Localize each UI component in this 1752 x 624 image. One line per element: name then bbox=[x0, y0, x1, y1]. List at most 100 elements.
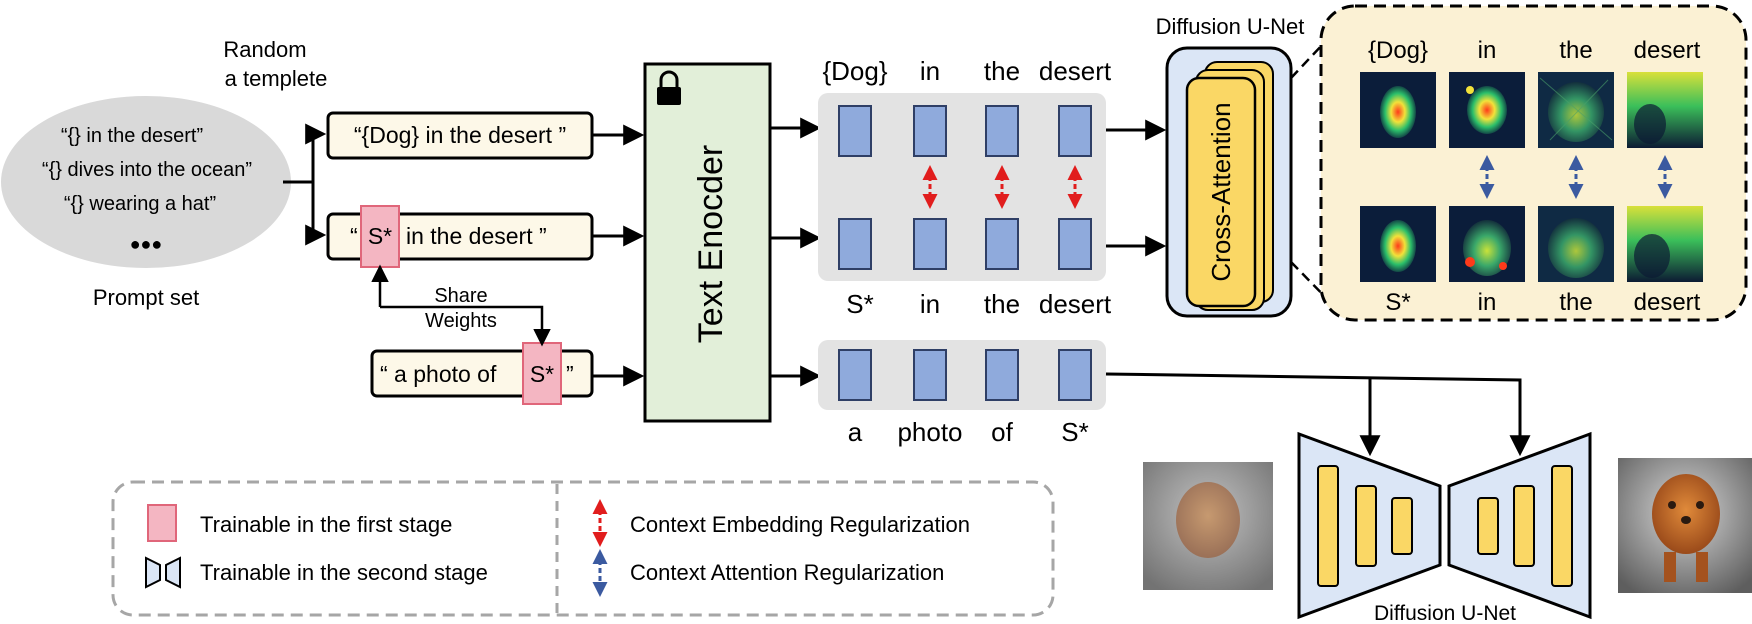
unet-bar bbox=[1477, 497, 1499, 555]
attention-map bbox=[1627, 206, 1703, 282]
token-embedding bbox=[985, 105, 1019, 157]
token-word-top-1: {Dog} bbox=[822, 56, 887, 86]
prompt-photo-suffix: ” bbox=[566, 361, 574, 387]
text-encoder: Text Enocder bbox=[643, 62, 772, 423]
prompt-s-box: “ S* in the desert ” bbox=[326, 205, 594, 268]
prompt-dog-text: “{Dog} in the desert ” bbox=[354, 122, 566, 148]
attention-map bbox=[1449, 72, 1525, 148]
token-embedding bbox=[913, 349, 947, 401]
token-word-top-3: the bbox=[984, 56, 1020, 86]
token-word-bot-1: a bbox=[848, 417, 863, 447]
trainable-first-stage-swatch bbox=[147, 504, 177, 542]
token-word-mid-3: the bbox=[984, 289, 1020, 319]
prompt-photo-prefix: “ a photo of bbox=[380, 361, 497, 387]
attn-word-top-1: {Dog} bbox=[1368, 37, 1428, 64]
prompt-set-label: Prompt set bbox=[93, 285, 199, 310]
cross-attention-block bbox=[1185, 76, 1257, 308]
token-word-bot-2: photo bbox=[897, 417, 962, 447]
unet-bar bbox=[1551, 465, 1573, 587]
legend-trainable-second: Trainable in the second stage bbox=[200, 560, 488, 585]
attention-map bbox=[1627, 72, 1703, 148]
random-template-title-line2: a templete bbox=[225, 66, 328, 91]
attn-word-top-4: desert bbox=[1634, 37, 1701, 64]
token-embedding bbox=[985, 218, 1019, 270]
token-embedding bbox=[985, 349, 1019, 401]
noisy-input-image bbox=[1143, 462, 1273, 590]
attention-map bbox=[1538, 72, 1614, 148]
attn-word-bot-1: S* bbox=[1385, 289, 1410, 316]
prompt-to-encoder-arrows bbox=[593, 124, 645, 387]
prompt-item-3: “{} wearing a hat” bbox=[64, 193, 216, 215]
prompt-dog-box: “{Dog} in the desert ” bbox=[326, 111, 594, 160]
trainable-token-s-label: S* bbox=[368, 223, 392, 249]
diffusion-unet-top-title: Diffusion U-Net bbox=[1156, 14, 1305, 39]
legend: Trainable in the first stage Trainable i… bbox=[111, 480, 1055, 617]
tokens-to-unet-connectors bbox=[1105, 372, 1531, 457]
token-word-bot-3: of bbox=[991, 417, 1013, 447]
prompt-set-ellipse bbox=[1, 96, 291, 268]
share-weights-connector bbox=[371, 264, 551, 347]
tokens-to-cross-attention-arrows bbox=[1106, 119, 1167, 257]
token-embedding bbox=[1058, 349, 1092, 401]
diffusion-unet-bottom: Diffusion U-Net bbox=[1297, 431, 1592, 624]
token-word-bot-4: S* bbox=[1061, 417, 1088, 447]
bowtie-icon bbox=[145, 556, 181, 589]
unet-bar bbox=[1355, 485, 1377, 567]
token-embedding bbox=[913, 105, 947, 157]
diffusion-unet-top: Diffusion U-Net Cross-Attention bbox=[1156, 14, 1305, 318]
token-word-mid-4: desert bbox=[1039, 289, 1112, 319]
zoom-lines bbox=[1290, 25, 1341, 313]
diffusion-unet-bottom-label: Diffusion U-Net bbox=[1374, 602, 1516, 624]
encoder-to-token-arrows bbox=[770, 117, 822, 387]
unet-bar bbox=[1513, 485, 1535, 567]
text-encoder-label: Text Enocder bbox=[692, 145, 730, 343]
attn-word-top-3: the bbox=[1559, 37, 1592, 64]
prompt-s-rest: in the desert ” bbox=[406, 223, 547, 249]
token-word-mid-2: in bbox=[920, 289, 940, 319]
prompt-item-2: “{} dives into the ocean” bbox=[42, 159, 252, 181]
legend-context-attention: Context Attention Regularization bbox=[630, 560, 944, 585]
legend-context-embedding: Context Embedding Regularization bbox=[630, 512, 970, 537]
legend-trainable-first: Trainable in the first stage bbox=[200, 512, 452, 537]
token-word-mid-1: S* bbox=[846, 289, 873, 319]
prompt-item-1: “{} in the desert” bbox=[61, 125, 203, 147]
attn-word-bot-2: in bbox=[1478, 289, 1497, 316]
attention-map bbox=[1538, 206, 1614, 282]
unet-bar bbox=[1317, 465, 1339, 587]
token-embedding bbox=[1058, 218, 1092, 270]
prompt-photo-box: “ a photo of S* ” bbox=[370, 342, 594, 405]
attention-map bbox=[1360, 206, 1436, 282]
token-embedding bbox=[838, 105, 872, 157]
attn-word-bot-4: desert bbox=[1634, 289, 1701, 316]
random-template-title-line1: Random bbox=[223, 37, 306, 62]
token-word-top-2: in bbox=[920, 56, 940, 86]
prompt-set: Random a templete “{} in the desert” “{}… bbox=[1, 37, 327, 310]
token-panel-lower bbox=[818, 340, 1106, 410]
token-panel-upper bbox=[818, 93, 1106, 281]
unet-bar bbox=[1391, 497, 1413, 555]
token-row-bottom: a photo of S* bbox=[838, 349, 1092, 447]
token-embedding bbox=[838, 349, 872, 401]
prompt-set-connectors bbox=[283, 123, 327, 246]
token-word-top-4: desert bbox=[1039, 56, 1112, 86]
trainable-token-photo-s-label: S* bbox=[530, 361, 554, 387]
token-row-top: {Dog} in the desert bbox=[822, 56, 1112, 157]
token-row-middle: S* in the desert bbox=[838, 218, 1112, 319]
generated-output-image bbox=[1618, 458, 1752, 593]
context-attention-regularization-arrows bbox=[1479, 155, 1673, 199]
share-weights-line1: Share bbox=[434, 285, 487, 307]
prompt-s-open-quote: “ bbox=[350, 223, 358, 249]
lock-icon bbox=[657, 70, 681, 105]
attention-map bbox=[1449, 206, 1525, 282]
attn-word-bot-3: the bbox=[1559, 289, 1592, 316]
attn-word-top-2: in bbox=[1478, 37, 1497, 64]
context-embedding-regularization-arrows bbox=[922, 165, 1083, 209]
prompt-ellipsis: ●●● bbox=[130, 234, 163, 254]
attention-map bbox=[1360, 72, 1436, 148]
token-embedding bbox=[1058, 105, 1092, 157]
attention-map-panel: {Dog} in the desert bbox=[1319, 4, 1748, 322]
share-weights-line2: Weights bbox=[425, 310, 497, 332]
trainable-token-s bbox=[360, 205, 400, 268]
cross-attention-label: Cross-Attention bbox=[1206, 102, 1236, 281]
